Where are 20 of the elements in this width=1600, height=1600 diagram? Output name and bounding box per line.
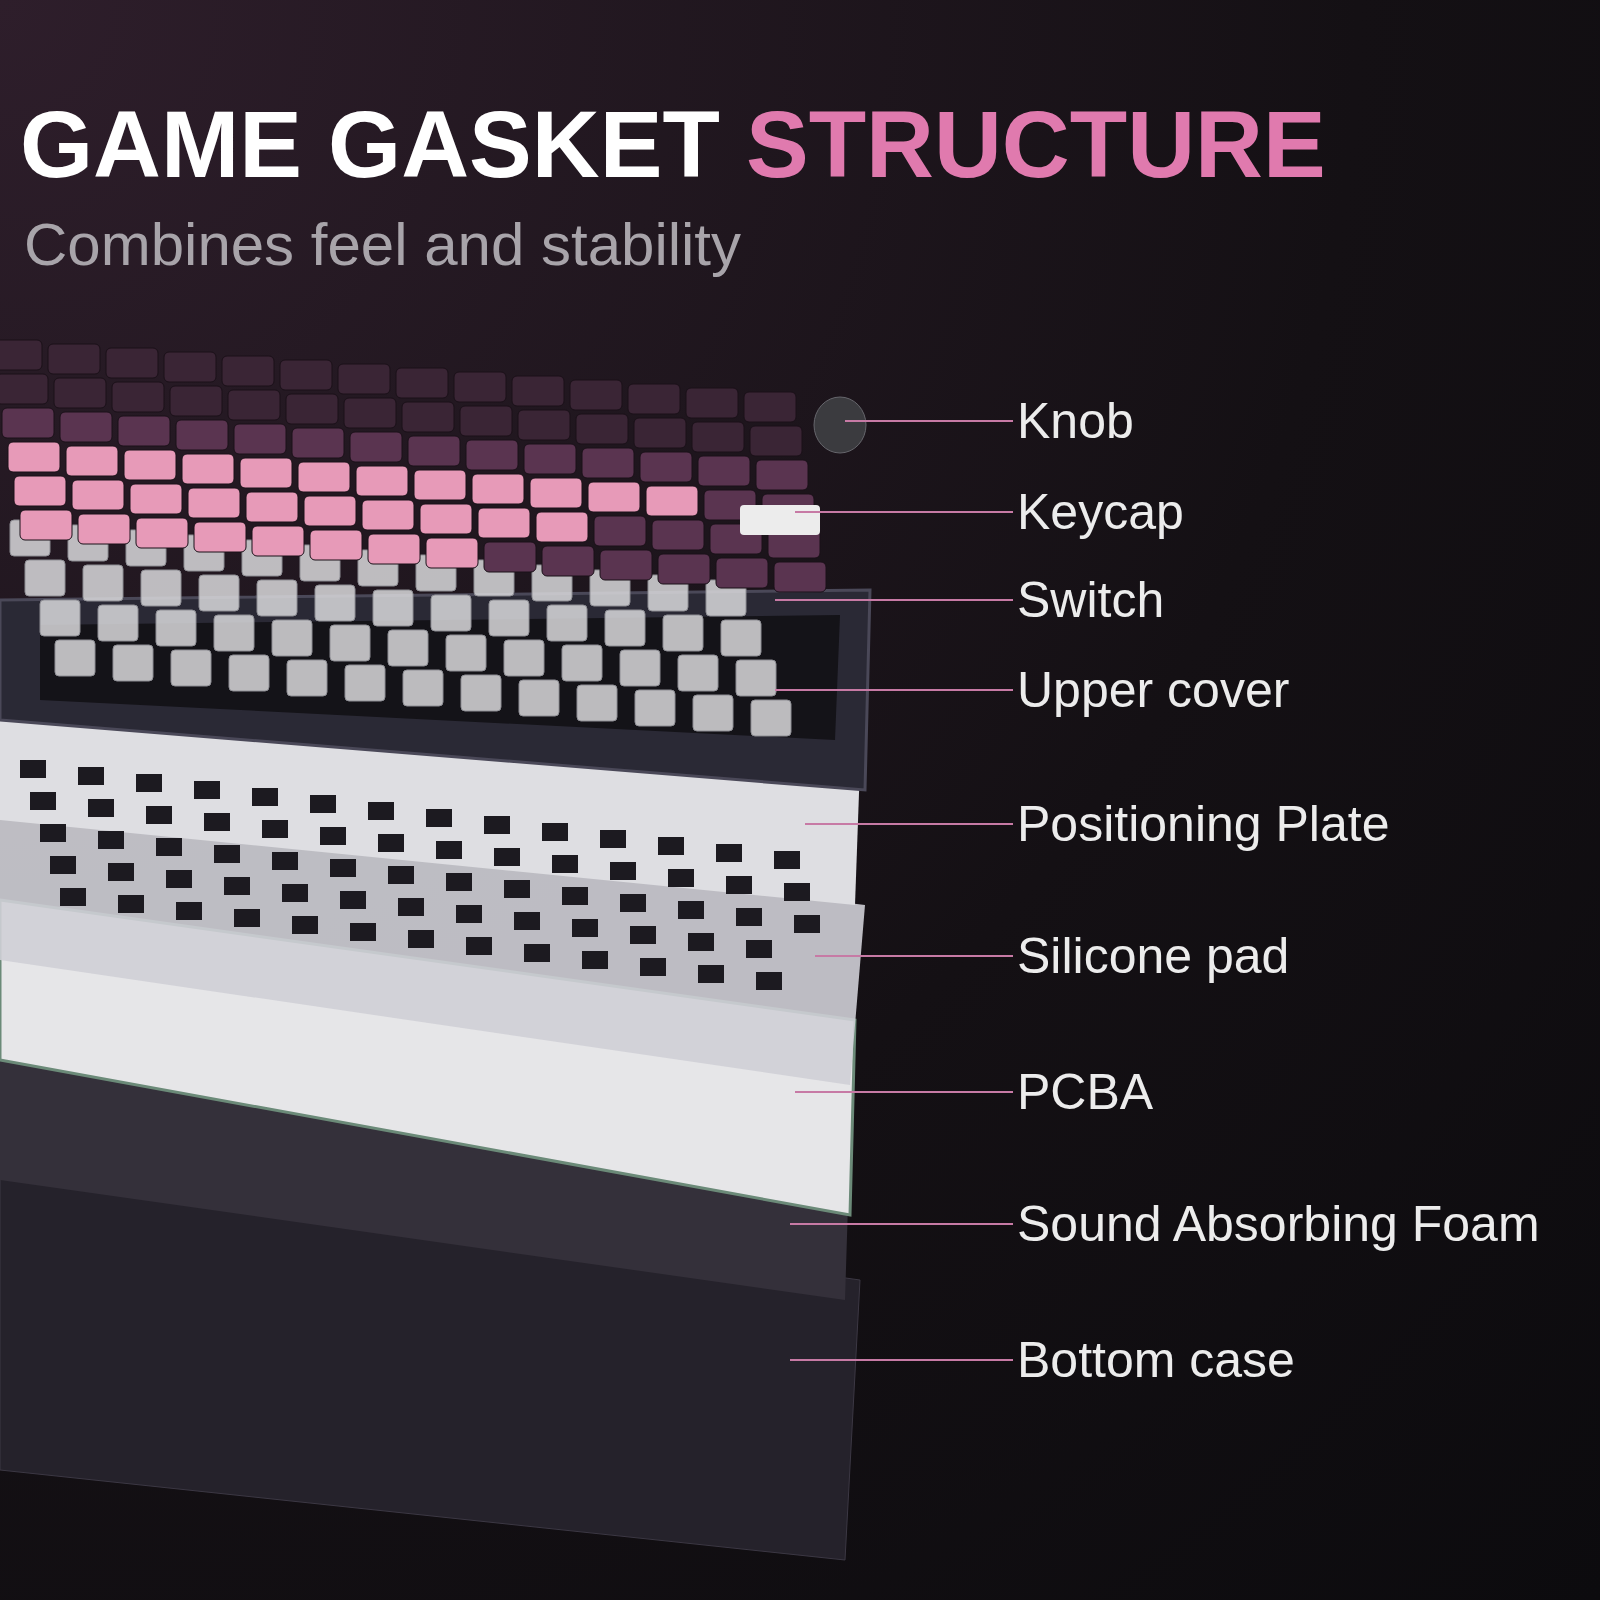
part-label: Knob xyxy=(1017,391,1134,451)
leader-line xyxy=(774,599,1014,601)
part-label: Keycap xyxy=(1017,482,1184,542)
part-label: Positioning Plate xyxy=(1017,794,1390,854)
subtitle: Combines feel and stability xyxy=(24,210,742,280)
part-label: Bottom case xyxy=(1017,1330,1295,1390)
leader-line xyxy=(844,420,1014,422)
leader-line xyxy=(789,1359,1014,1361)
leader-line xyxy=(794,511,1014,513)
title: GAME GASKET STRUCTURE xyxy=(20,91,1326,199)
part-label: PCBA xyxy=(1017,1062,1154,1122)
leader-line xyxy=(814,955,1014,957)
leader-line xyxy=(794,1091,1014,1093)
part-label: Sound Absorbing Foam xyxy=(1017,1194,1540,1254)
leader-line xyxy=(774,689,1014,691)
leader-line xyxy=(804,823,1014,825)
part-label: Upper cover xyxy=(1017,660,1290,720)
part-label: Switch xyxy=(1017,570,1165,630)
leader-line xyxy=(789,1223,1014,1225)
part-label: Silicone pad xyxy=(1017,926,1290,986)
